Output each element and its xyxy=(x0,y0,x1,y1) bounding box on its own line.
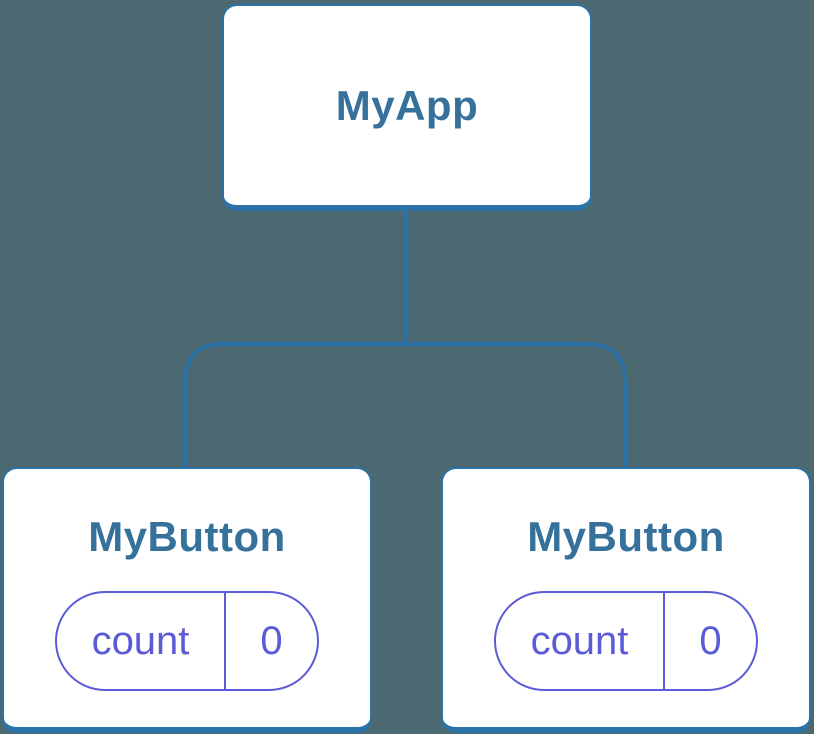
state-key-label-left: count xyxy=(57,593,226,689)
child-component-label-right: MyButton xyxy=(527,513,725,560)
state-pill-right: count 0 xyxy=(494,591,758,691)
root-component-node: MyApp xyxy=(222,4,592,211)
branch-connector-line xyxy=(183,342,627,474)
child-component-node-right: MyButton count 0 xyxy=(441,467,811,733)
state-value-right: 0 xyxy=(699,618,722,663)
child-component-node-left: MyButton count 0 xyxy=(2,467,372,733)
state-pill-left: count 0 xyxy=(55,591,319,691)
root-component-label: MyApp xyxy=(335,81,479,129)
state-key-label-right: count xyxy=(496,593,665,689)
child-component-label-left: MyButton xyxy=(88,513,286,560)
state-value-left: 0 xyxy=(260,618,283,663)
